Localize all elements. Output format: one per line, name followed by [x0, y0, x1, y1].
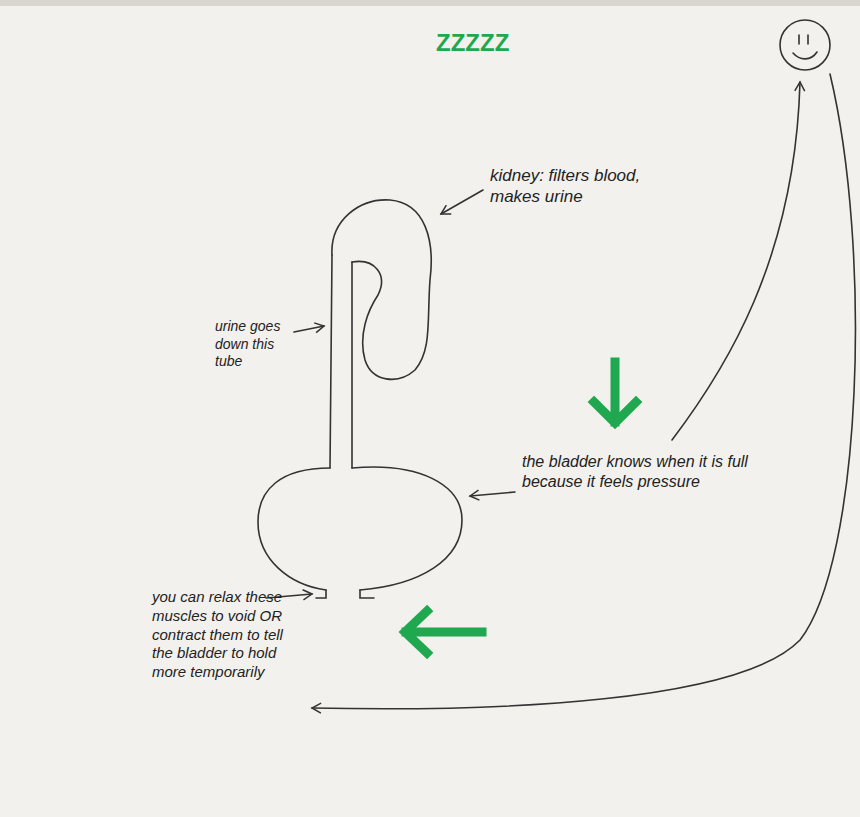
- paper-edge: [0, 0, 860, 6]
- kidney-outline: [332, 200, 431, 379]
- muscle-note: you can relax these muscles to void OR c…: [152, 588, 284, 682]
- smiley-face: [780, 20, 830, 70]
- bladder-outline: [258, 467, 462, 590]
- leader-arrow: [470, 492, 515, 496]
- leader-arrow: [441, 190, 483, 214]
- smiley-features: [793, 35, 817, 59]
- signal-arrow: [312, 74, 855, 709]
- urethra-muscles: [316, 590, 374, 598]
- bladder-note: the bladder knows when it is full becaus…: [522, 452, 807, 492]
- green-left-arrow: [405, 611, 482, 653]
- tube-note: urine goes down this tube: [215, 318, 297, 371]
- green-down-arrow: [594, 362, 636, 423]
- leader-arrow: [294, 326, 324, 332]
- signal-arrow: [672, 82, 800, 440]
- kidney-note: kidney: filters blood, makes urine: [490, 165, 665, 208]
- ureter-tube: [330, 255, 352, 468]
- sleep-text: ZZZZZ: [436, 28, 509, 58]
